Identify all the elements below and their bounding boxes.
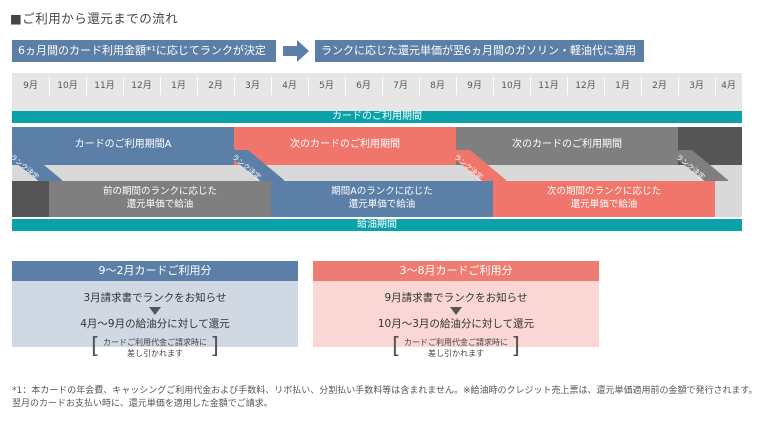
month-label: 1月 [615, 81, 630, 91]
month-label: 2月 [652, 81, 667, 91]
month-label: 10月 [57, 81, 78, 91]
month-label: 4月 [721, 81, 736, 91]
refuel-a-block [271, 181, 493, 217]
month-label: 8月 [430, 81, 445, 91]
period-next-label: 次のカードのご利用期間 [290, 139, 400, 150]
billing-note: [ カードご利用代金ご請求時に差し引かれます ] [91, 334, 219, 359]
month-label: 12月 [131, 81, 152, 91]
card-usage-period-bar: カードのご利用期間 [12, 111, 742, 123]
summary-header: 3～8月カードご利用分 [313, 261, 599, 281]
month-label: 7月 [393, 81, 408, 91]
transition-strip [12, 165, 742, 181]
triangle-down-icon [149, 307, 161, 315]
month-label: 11月 [538, 81, 559, 91]
month-timeline: 9月 10月 11月 12月 1月 2月 3月 4月 5月 6月 7月 8月 9… [12, 73, 742, 99]
month-label: 4月 [282, 81, 297, 91]
month-label: 3月 [245, 81, 260, 91]
rank-notice-text: 9月請求書でランクをお知らせ [384, 292, 528, 304]
refuel-future-block [715, 181, 742, 217]
month-label: 9月 [23, 81, 38, 91]
triangle-down-icon [450, 307, 462, 315]
step-rebate-applied: ランクに応じた還元単価が翌6ヵ月間のガソリン・軽油代に適用 [315, 40, 644, 62]
month-label: 10月 [501, 81, 522, 91]
month-label: 9月 [467, 81, 482, 91]
rank-decision-arrow [12, 150, 62, 190]
summary-header: 9～2月カードご利用分 [12, 261, 298, 281]
billing-note: [ カードご利用代金ご請求時に差し引かれます ] [392, 334, 520, 359]
period-a-block [12, 127, 234, 165]
rank-decision-arrow [456, 150, 506, 190]
previous-refuel-block [12, 181, 49, 217]
rank-notice-text: 3月請求書でランクをお知らせ [83, 292, 227, 304]
period-next2-label: 次のカードのご利用期間 [512, 139, 622, 150]
month-label: 12月 [575, 81, 596, 91]
month-label: 3月 [689, 81, 704, 91]
period-next2-block [456, 127, 678, 165]
rebate-text: 10月～3月の給油分に対して還元 [377, 318, 535, 330]
refuel-prev-block [49, 181, 271, 217]
rank-decision-arrow [234, 150, 284, 190]
arrow-right-icon [283, 40, 309, 62]
footnote: *1：本カードの年会費、キャッシングご利用代金および手数料、リボ払い、分割払い手… [12, 386, 758, 409]
refuel-period-bar: 給油期間 [12, 219, 742, 231]
refuel-next-block [493, 181, 715, 217]
refuel-a-text: 期間Aのランクに応じた還元単価で給油 [331, 186, 433, 210]
month-label: 6月 [356, 81, 371, 91]
refuel-next-text: 次の期間のランクに応じた還元単価で給油 [546, 186, 661, 210]
card-usage-summary-mar-aug: 3～8月カードご利用分 9月請求書でランクをお知らせ 10月～3月の給油分に対し… [313, 261, 599, 359]
period-a-label: カードのご利用期間A [74, 139, 172, 150]
period-next-block [234, 127, 456, 165]
rank-decision-arrow [678, 150, 728, 190]
card-usage-summary-sep-feb: 9～2月カードご利用分 3月請求書でランクをお知らせ 4月～9月の給油分に対して… [12, 261, 298, 359]
month-label: 11月 [94, 81, 115, 91]
rebate-text: 4月～9月の給油分に対して還元 [80, 318, 230, 330]
refuel-prev-text: 前の期間のランクに応じた還元単価で給油 [102, 186, 217, 210]
page-title: ■ご利用から還元までの流れ [10, 11, 179, 26]
month-label: 2月 [208, 81, 223, 91]
month-label: 1月 [171, 81, 186, 91]
step-rank-decision: 6ヵ月間のカード利用金額*¹に応じてランクが決定 [12, 40, 276, 62]
month-label: 5月 [319, 81, 334, 91]
